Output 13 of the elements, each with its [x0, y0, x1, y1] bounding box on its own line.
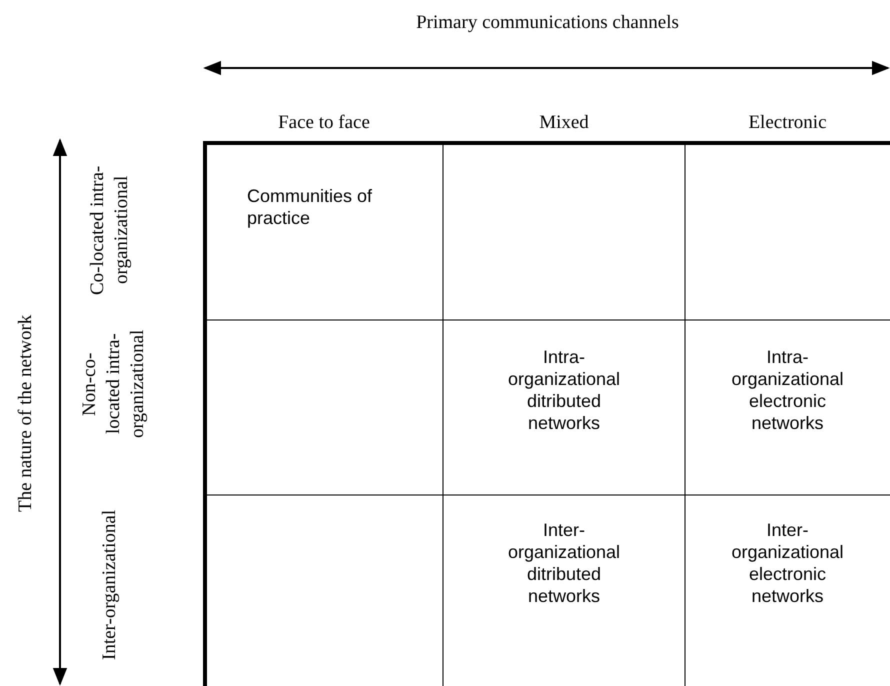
column-header: Mixed: [539, 112, 589, 133]
cell-text: Inter-organizational ditributed networks: [508, 520, 620, 606]
column-header: Face to face: [278, 112, 370, 133]
axis-title: The nature of the network: [14, 314, 37, 512]
cell-text: Intra-organizational ditributed networks: [508, 347, 620, 433]
row-header: Inter-organizational: [98, 510, 121, 660]
cell-text: Inter-organizational electronic networks: [731, 520, 844, 606]
axis-title: Primary communications channels: [416, 12, 679, 33]
row-header: Non-co-located intra-organizational: [78, 328, 149, 440]
column-header: Electronic: [748, 112, 827, 133]
cell-text: Intra-organizational electronic networks: [731, 347, 844, 433]
cell-text: Communities of practice: [247, 186, 372, 228]
row-header: Co-located intra-organizational: [86, 164, 133, 297]
